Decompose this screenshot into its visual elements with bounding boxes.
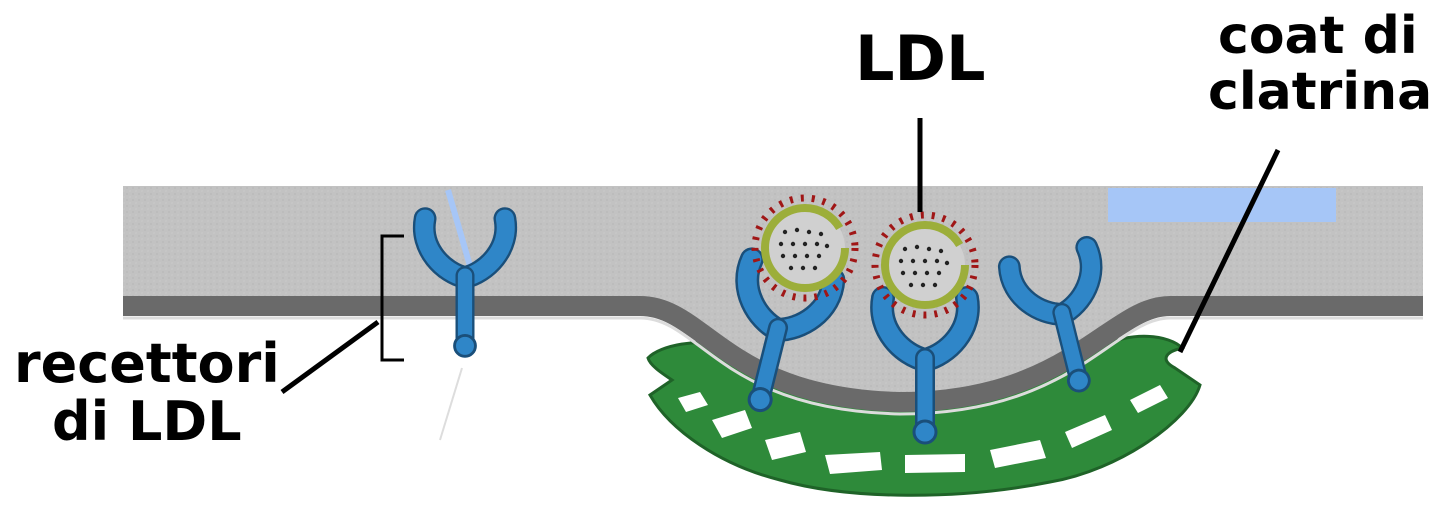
receptors-label-line1: recettori	[14, 332, 280, 395]
ldl-label: LDL	[855, 22, 985, 95]
coat-label-line2: clatrina	[1208, 62, 1432, 122]
receptors-label-line2: di LDL	[52, 390, 242, 453]
highlight-patch	[1108, 188, 1336, 222]
receptors-leader-line	[282, 322, 378, 392]
coat-label-line1: coat di	[1218, 6, 1418, 66]
